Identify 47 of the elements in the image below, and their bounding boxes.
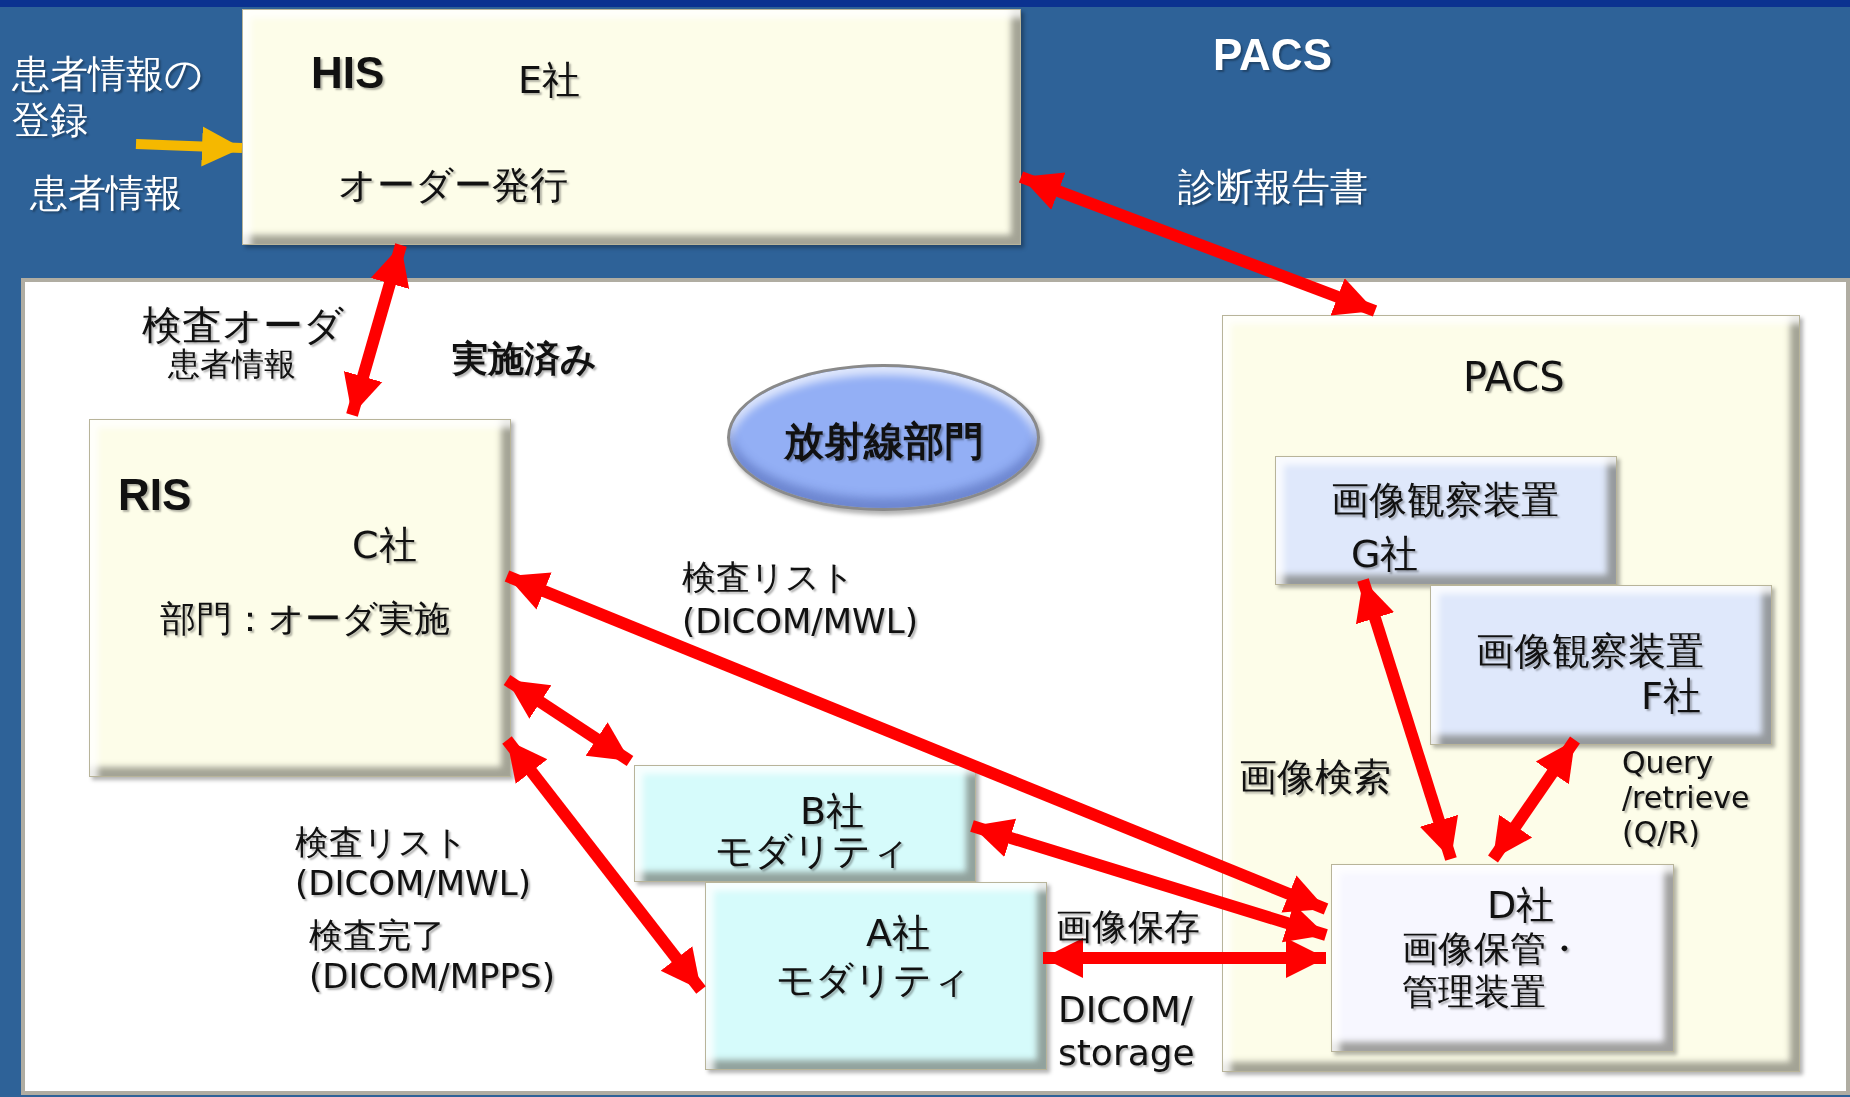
function-label: 部門：オーダ実施 <box>160 597 450 641</box>
system-box <box>89 419 511 777</box>
arrow <box>135 126 243 167</box>
device-title: 画像観察装置 <box>1476 628 1704 675</box>
arrow <box>1043 938 1326 978</box>
company-label: D社 <box>1487 882 1555 929</box>
system-panel <box>1222 315 1800 1072</box>
device-title: モダリティ <box>776 957 971 1004</box>
company-label: E社 <box>518 57 580 104</box>
device-box <box>1430 585 1772 745</box>
system-title: HIS <box>311 48 385 98</box>
edge-label: 診断報告書 <box>1178 164 1368 211</box>
system-title: PACS <box>1463 354 1565 400</box>
arrow <box>1355 578 1459 861</box>
arrow <box>343 243 410 417</box>
note-text: 検査完了 (DICOM/MPPS) <box>309 915 556 997</box>
system-title: PACS <box>1213 30 1332 80</box>
device-title: 画像保管・管理装置 <box>1402 927 1583 1014</box>
modality-box <box>705 882 1047 1070</box>
edge-label: 患者情報 <box>30 170 182 217</box>
department-title: 放射線部門 <box>782 418 985 465</box>
arrow <box>970 818 1328 943</box>
arrow <box>503 675 634 766</box>
edge-label: 検査リスト (DICOM/MWL) <box>682 556 919 641</box>
system-title: RIS <box>118 470 192 520</box>
note-text: 検査リスト (DICOM/MWL) <box>295 822 532 904</box>
device-title: 画像観察装置 <box>1331 477 1559 524</box>
function-label: オーダー発行 <box>338 162 568 209</box>
edge-label: 画像検索 <box>1239 754 1391 801</box>
company-label: A社 <box>866 910 930 957</box>
department-panel <box>21 278 1850 1095</box>
device-box <box>1331 864 1674 1052</box>
company-label: G社 <box>1351 531 1419 578</box>
arrow <box>502 736 706 994</box>
edge-label: 画像保存 <box>1056 905 1200 949</box>
arrow <box>1018 171 1378 317</box>
company-label: F社 <box>1641 673 1701 720</box>
device-box <box>1275 456 1617 585</box>
note-text: 実施済み <box>452 337 597 381</box>
company-label: C社 <box>352 522 417 569</box>
edge-label: Query /retrieve (Q/R) <box>1622 745 1751 850</box>
note-text: DICOM/ storage <box>1058 988 1196 1075</box>
modality-box <box>634 765 976 882</box>
arrow <box>504 570 1329 915</box>
arrow <box>1488 736 1580 863</box>
registration-text: 患者情報の登録 <box>12 52 204 144</box>
system-box <box>242 9 1021 245</box>
